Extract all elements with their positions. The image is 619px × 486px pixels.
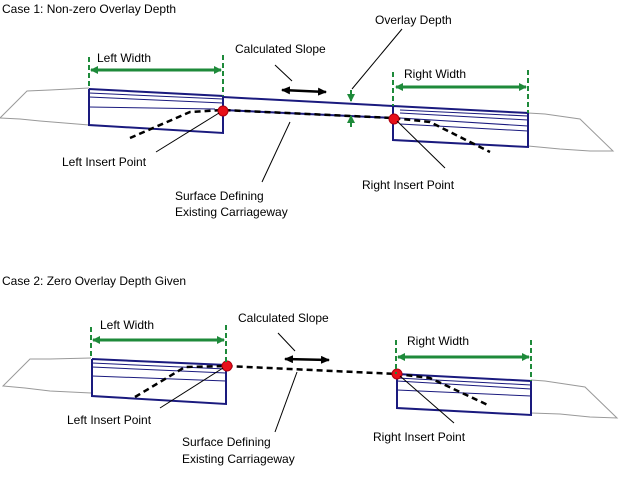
case2-left-insert-leader — [159, 367, 224, 409]
case2-left-insert-label: Left Insert Point — [67, 413, 152, 427]
case2-ground-right — [530, 379, 619, 419]
case1-ground-left — [0, 87, 90, 126]
case1-slope-arrow — [281, 86, 327, 96]
case2-right-insert-leader — [399, 375, 455, 424]
case1-overlay-top — [222, 96, 394, 107]
case2-left-width-dimension — [90, 325, 227, 365]
case2-right-insert-label: Right Insert Point — [373, 430, 466, 444]
case1-overlay-depth-label: Overlay Depth — [375, 13, 452, 27]
case1-right-width-label: Right Width — [404, 67, 466, 81]
case2-ground-left — [1, 357, 92, 394]
case2-slope-leader — [277, 332, 296, 352]
case1-left-width-label: Left Width — [97, 51, 151, 65]
case1-left-width-dimension — [88, 55, 224, 96]
case1-left-insert-point — [217, 105, 229, 117]
case2-surface-label-line2: Existing Carriageway — [182, 452, 295, 466]
case2-surface-leader — [274, 371, 298, 433]
case2-title: Case 2: Zero Overlay Depth Given — [2, 274, 186, 288]
case2-left-pavement — [91, 358, 227, 406]
case1-left-pavement — [88, 88, 224, 135]
case1-surface-leader — [261, 121, 291, 183]
case1-calculated-slope-label: Calculated Slope — [235, 42, 326, 56]
case1-left-insert-label: Left Insert Point — [62, 155, 147, 169]
case1-surface-label-line2: Existing Carriageway — [175, 205, 288, 219]
case1-right-width-dimension — [392, 70, 529, 113]
case1-slope-leader — [274, 64, 293, 82]
case1-overlay-depth-leader — [351, 28, 403, 90]
case1-diagram: Case 1: Non-zero Overlay Depth — [0, 2, 615, 219]
case2-calculated-slope-label: Calculated Slope — [238, 311, 329, 325]
case2-right-width-label: Right Width — [407, 334, 469, 348]
case2-surface-label-line1: Surface Defining — [182, 435, 271, 449]
case2-left-width-label: Left Width — [100, 318, 154, 332]
case2-left-insert-point — [221, 360, 233, 372]
case1-right-insert-point — [388, 113, 400, 125]
case2-diagram: Case 2: Zero Overlay Depth Given — [1, 274, 619, 466]
case1-surface-label-line1: Surface Defining — [175, 189, 264, 203]
case1-right-insert-leader — [396, 120, 446, 169]
case1-left-insert-leader — [155, 112, 220, 153]
case2-existing-surface — [134, 364, 491, 408]
case2-right-width-dimension — [395, 340, 532, 381]
case1-title: Case 1: Non-zero Overlay Depth — [2, 2, 176, 16]
case1-existing-surface — [129, 108, 491, 154]
case2-slope-arrow — [284, 355, 330, 364]
case1-right-pavement — [392, 105, 529, 149]
case1-ground-right — [527, 112, 615, 152]
case1-right-insert-label: Right Insert Point — [362, 178, 455, 192]
